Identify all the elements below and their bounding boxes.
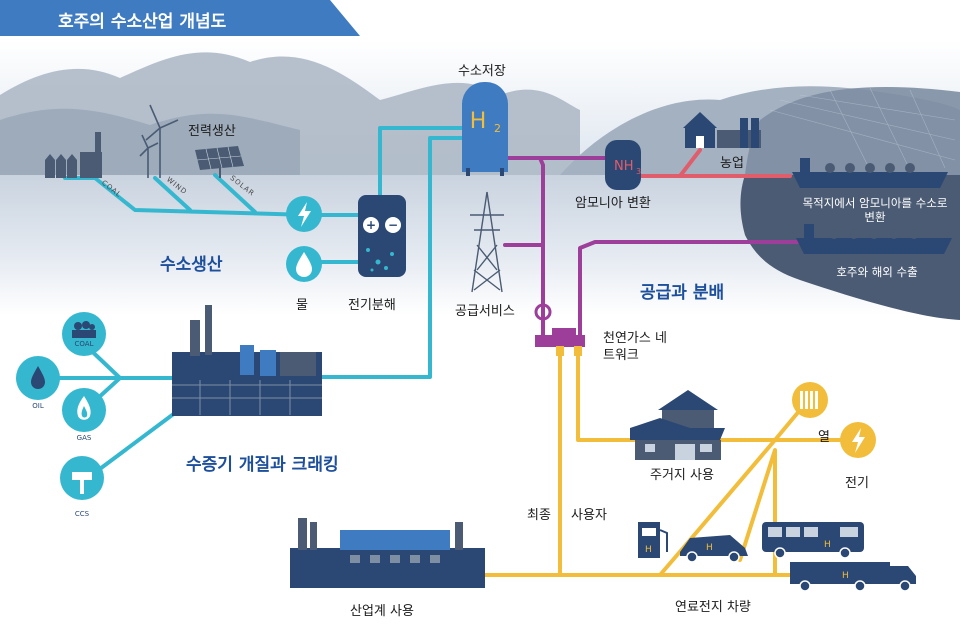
fuel-pump-icon: H	[638, 522, 668, 558]
end-user-label: 최종 사용자	[527, 508, 607, 523]
ccs-label: CCS	[74, 510, 90, 518]
electrolysis-label: 전기분해	[348, 298, 396, 313]
ship-icon	[792, 158, 948, 188]
title-banner	[0, 0, 360, 36]
refinery-icon	[172, 305, 322, 416]
ccs-icon	[60, 456, 104, 500]
industrial-plant-icon	[290, 518, 485, 588]
export-label: 호주와 해외 수출	[836, 265, 918, 279]
heat-label: 열	[818, 430, 830, 445]
ship-icon	[796, 224, 952, 254]
bus-icon: H	[762, 522, 864, 559]
electrolyser-icon: + −	[358, 195, 406, 277]
svg-text:+: +	[366, 218, 376, 232]
power-gen-label: 전력생산	[188, 124, 236, 139]
gas-label: GAS	[76, 434, 92, 442]
svg-text:H: H	[824, 540, 831, 550]
oil-label: OIL	[32, 402, 44, 410]
coal-icon	[62, 312, 106, 356]
ammonia-tank-icon: NH 3	[605, 140, 641, 190]
water-label: 물	[296, 298, 308, 313]
supply-distribution-section: 공급과 분배	[640, 283, 725, 303]
svg-text:H: H	[706, 543, 713, 553]
gas-icon	[62, 388, 106, 432]
steam-reforming-section: 수증기 개질과 크래킹	[186, 455, 339, 475]
svg-text:3: 3	[636, 167, 641, 176]
svg-text:H: H	[645, 545, 652, 555]
car-icon: H	[680, 535, 748, 563]
lightning-icon	[286, 196, 322, 232]
solar-panel-icon	[195, 146, 244, 178]
ammonia-conversion-label: 암모니아 변환	[575, 196, 651, 211]
page-title: 호주의 수소산업 개념도	[58, 12, 227, 32]
storage-label: 수소저장	[458, 64, 506, 79]
farm-label: 농업	[720, 156, 744, 171]
radiator-icon	[792, 382, 828, 418]
factory-icon	[45, 132, 102, 178]
gas-network-label: 천연가스 네트워크	[603, 331, 667, 363]
svg-text:H: H	[842, 571, 849, 581]
water-drop-icon	[286, 246, 322, 282]
svg-text:NH: NH	[614, 159, 634, 174]
dest-conversion-label: 목적지에서 암모니아를 수소로 변환	[802, 196, 948, 224]
supply-service-label: 공급서비스	[455, 304, 515, 319]
svg-text:2: 2	[494, 122, 501, 135]
coal-label: COAL	[74, 340, 94, 348]
valve-icon	[534, 303, 585, 356]
lightning-icon	[840, 422, 876, 458]
house-icon	[630, 390, 725, 460]
svg-text:H: H	[470, 109, 487, 134]
pylon-icon	[470, 191, 504, 293]
svg-text:−: −	[388, 218, 398, 232]
hydrogen-tank-icon: H 2	[462, 82, 508, 176]
industrial-label: 산업계 사용	[350, 604, 414, 619]
h2-production-section: 수소생산	[160, 255, 223, 275]
electricity-label: 전기	[845, 476, 869, 491]
residential-label: 주거지 사용	[650, 468, 714, 483]
fuel-cell-vehicle-label: 연료전지 차량	[675, 600, 751, 615]
farm-barn-icon	[683, 112, 761, 148]
oil-icon	[16, 356, 60, 400]
truck-icon: H	[790, 562, 916, 592]
wind-turbine-icon	[139, 104, 179, 178]
